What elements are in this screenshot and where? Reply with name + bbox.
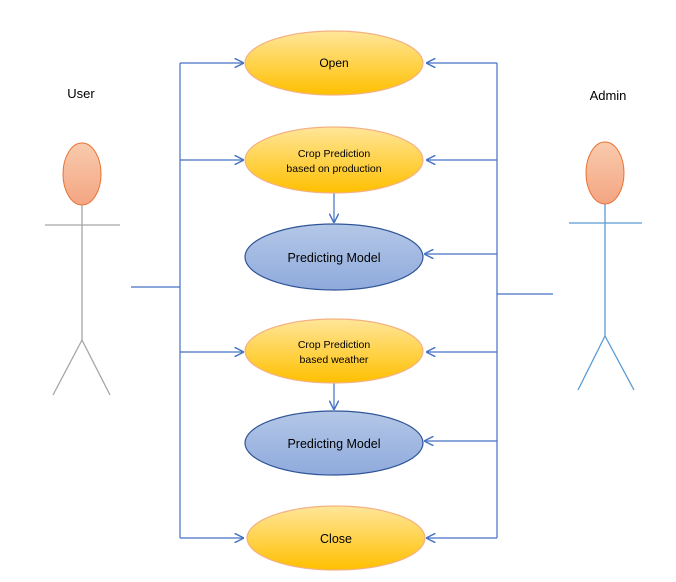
use-case-close: Close: [246, 505, 426, 571]
use-case-model-1: Predicting Model: [244, 223, 424, 291]
use-case-crop-production: Crop Prediction based on production: [244, 126, 424, 194]
user-connectors: [131, 63, 243, 538]
admin-head: [585, 141, 625, 205]
admin-actor: Admin: [569, 88, 642, 391]
use-case-crop-weather: Crop Prediction based weather: [244, 318, 424, 384]
crop-production-label-line1: Crop Prediction: [298, 148, 371, 160]
use-case-open: Open: [244, 30, 424, 96]
crop-weather-label-line2: based weather: [300, 354, 369, 366]
model-1-label: Predicting Model: [287, 251, 380, 265]
admin-left-leg: [577, 335, 606, 391]
crop-weather-ellipse: [244, 318, 424, 384]
open-ellipse: [244, 30, 424, 96]
open-label: Open: [319, 56, 348, 70]
crop-production-label-line2: based on production: [286, 163, 381, 175]
crop-weather-label-line1: Crop Prediction: [298, 339, 371, 351]
crop-production-ellipse: [244, 126, 424, 194]
model-2-label: Predicting Model: [287, 437, 380, 451]
close-label: Close: [320, 532, 352, 546]
user-right-leg: [81, 339, 111, 396]
user-left-leg: [52, 339, 83, 396]
admin-connectors: [425, 63, 553, 538]
model-2-ellipse: [244, 410, 424, 476]
user-head: [62, 142, 102, 206]
user-actor: User: [45, 86, 120, 396]
admin-label: Admin: [590, 88, 627, 103]
use-case-model-2: Predicting Model: [244, 410, 424, 476]
user-label: User: [67, 86, 95, 101]
admin-right-leg: [604, 335, 635, 391]
close-ellipse: [246, 505, 426, 571]
model-1-ellipse: [244, 223, 424, 291]
